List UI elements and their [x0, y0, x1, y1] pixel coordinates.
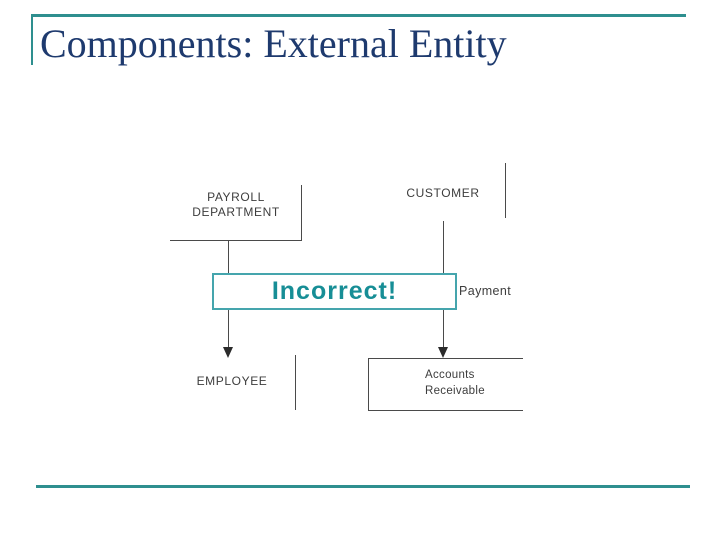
payroll-entity-label: PAYROLL DEPARTMENT [170, 190, 302, 220]
payroll-entity-label-line2: DEPARTMENT [192, 205, 280, 219]
accounts-receivable-label-line1: Accounts [425, 369, 475, 381]
accounts-receivable-bottom-border [368, 410, 523, 411]
accounts-receivable-top-border [368, 358, 523, 359]
incorrect-callout-box: Incorrect! [212, 273, 457, 310]
slide-top-accent-line [33, 14, 686, 17]
arrowhead-to-employee [223, 347, 233, 358]
payroll-entity-right-border [301, 185, 302, 241]
accounts-receivable-label-line2: Receivable [425, 385, 485, 397]
slide-bottom-accent-line [36, 485, 690, 488]
accounts-receivable-label: Accounts Receivable [425, 367, 520, 399]
customer-entity-right-border [505, 163, 506, 218]
payroll-entity-label-line1: PAYROLL [207, 190, 265, 204]
payment-flow-label: Payment [459, 284, 512, 298]
employee-entity-right-border [295, 355, 296, 410]
accounts-receivable-left-border [368, 358, 369, 411]
arrowhead-to-accounts [438, 347, 448, 358]
slide-left-accent-line [31, 14, 33, 65]
incorrect-callout-text: Incorrect! [271, 277, 398, 305]
slide-title: Components: External Entity [40, 21, 507, 66]
employee-entity-label: EMPLOYEE [196, 374, 268, 388]
payroll-entity-bottom-border [170, 240, 302, 241]
customer-entity-label: CUSTOMER [406, 186, 480, 200]
